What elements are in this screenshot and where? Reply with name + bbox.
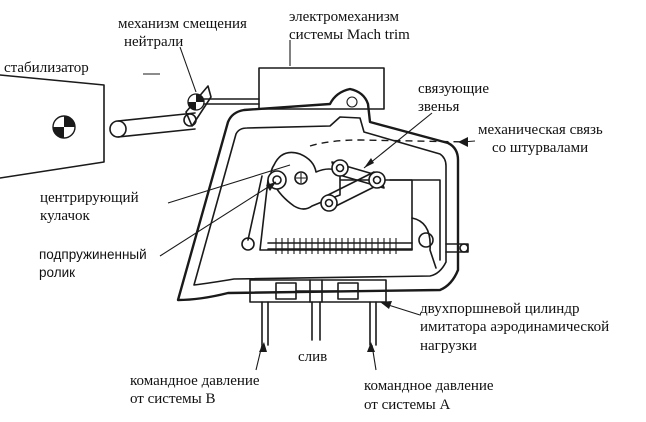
label-twin-piston-line1: двухпоршневой цилиндр bbox=[420, 301, 579, 317]
leader-lines bbox=[143, 40, 476, 371]
label-neutral-shift-line1: механизм смещения bbox=[118, 16, 247, 32]
arrowhead-links bbox=[364, 158, 374, 168]
label-twin-piston-line3: нагрузки bbox=[420, 338, 477, 354]
linking-links bbox=[320, 159, 386, 212]
arrowhead-b bbox=[259, 342, 267, 352]
mechanical-link-dashed bbox=[309, 139, 469, 147]
label-linking-links-line1: связующие bbox=[418, 81, 489, 97]
mach-trim-actuator bbox=[203, 67, 385, 110]
neutral-shift-pivot-symbol bbox=[187, 93, 205, 111]
label-pressure-b-line2: от системы B bbox=[130, 391, 216, 407]
arrowhead-mech bbox=[458, 137, 468, 147]
label-mechanical-link-line2: со штурвалами bbox=[492, 140, 588, 156]
feel-spring bbox=[267, 238, 413, 254]
arrowhead-roller bbox=[266, 182, 276, 191]
arrowhead-a bbox=[367, 342, 375, 352]
arrowhead-piston bbox=[380, 301, 392, 309]
twin-piston-cylinder bbox=[249, 279, 387, 303]
label-centering-cam-line2: кулачок bbox=[40, 208, 91, 224]
label-spring-roller-line1: подпружиненный bbox=[39, 247, 147, 262]
stabilizer bbox=[0, 74, 105, 179]
label-pressure-a-line2: от системы A bbox=[364, 397, 450, 413]
label-mach-trim-line2: системы Mach trim bbox=[289, 27, 410, 43]
label-spring-roller-line2: ролик bbox=[39, 265, 75, 280]
label-drain: слив bbox=[298, 349, 327, 365]
stabilizer-pivot-symbol bbox=[52, 115, 76, 139]
label-twin-piston-line2: имитатора аэродинамической bbox=[420, 319, 609, 335]
label-stabilizer: стабилизатор bbox=[4, 60, 89, 76]
label-centering-cam-line1: центрирующий bbox=[40, 190, 139, 206]
label-neutral-shift-line2: нейтрали bbox=[124, 34, 183, 50]
label-pressure-b-line1: командное давление bbox=[130, 373, 260, 389]
stabilizer-linkage bbox=[109, 85, 212, 138]
label-mechanical-link-line1: механическая связь bbox=[478, 122, 603, 138]
label-pressure-a-line1: командное давление bbox=[364, 378, 494, 394]
hydraulic-pipes bbox=[261, 301, 377, 346]
mechanical-link-bar bbox=[389, 179, 469, 269]
label-mach-trim-line1: электромеханизм bbox=[289, 9, 400, 25]
label-linking-links-line2: звенья bbox=[418, 99, 459, 115]
